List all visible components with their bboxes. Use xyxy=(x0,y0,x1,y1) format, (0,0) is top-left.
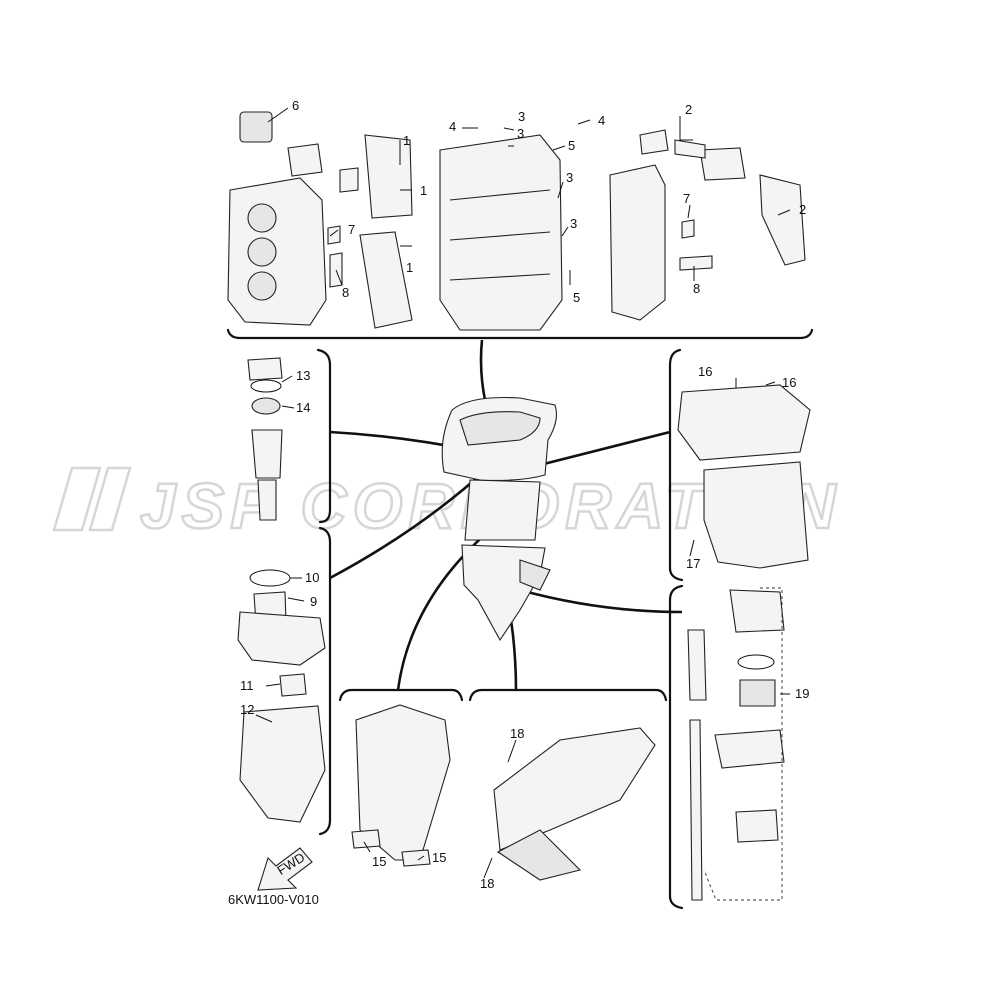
callout-2: 2 xyxy=(685,102,692,117)
callout-1: 1 xyxy=(403,133,410,148)
callout-3: 3 xyxy=(518,109,525,124)
callout-10: 10 xyxy=(305,570,319,585)
callout-1: 1 xyxy=(406,260,413,275)
callout-1: 1 xyxy=(420,183,427,198)
callout-6: 6 xyxy=(292,98,299,113)
callout-labels: 1 1 1 2 2 3 3 3 3 4 4 5 5 6 7 7 8 8 9 10… xyxy=(240,98,809,891)
frame-lines xyxy=(226,328,814,910)
callout-2: 2 xyxy=(799,202,806,217)
callout-19: 19 xyxy=(795,686,809,701)
bottom-parts xyxy=(351,704,656,881)
callout-12: 12 xyxy=(240,702,254,717)
left-section-parts xyxy=(237,357,326,823)
callout-5: 5 xyxy=(568,138,575,153)
callout-11: 11 xyxy=(240,678,254,693)
top-engine-blocks xyxy=(227,111,806,331)
diagram-code: 6KW1100-V010 xyxy=(228,892,319,907)
callout-17: 17 xyxy=(686,556,700,571)
callout-9: 9 xyxy=(310,594,317,609)
callout-8: 8 xyxy=(693,281,700,296)
callout-13: 13 xyxy=(296,368,310,383)
callout-7: 7 xyxy=(683,191,690,206)
callout-3: 3 xyxy=(570,216,577,231)
right-section-parts xyxy=(677,384,811,901)
callout-7: 7 xyxy=(348,222,355,237)
callout-16: 16 xyxy=(698,364,712,379)
callout-leaders xyxy=(255,107,791,879)
callout-8: 8 xyxy=(342,285,349,300)
callout-18: 18 xyxy=(510,726,524,741)
callout-16: 16 xyxy=(782,375,796,390)
callout-3: 3 xyxy=(566,170,573,185)
callout-15: 15 xyxy=(432,850,446,865)
callout-4: 4 xyxy=(449,119,456,134)
callout-3: 3 xyxy=(517,126,524,141)
outboard-engine xyxy=(441,397,557,642)
callout-14: 14 xyxy=(296,400,310,415)
callout-18: 18 xyxy=(480,876,494,891)
callout-4: 4 xyxy=(598,113,605,128)
fwd-arrow: FWD xyxy=(257,847,313,891)
callout-15: 15 xyxy=(372,854,386,869)
callout-5: 5 xyxy=(573,290,580,305)
